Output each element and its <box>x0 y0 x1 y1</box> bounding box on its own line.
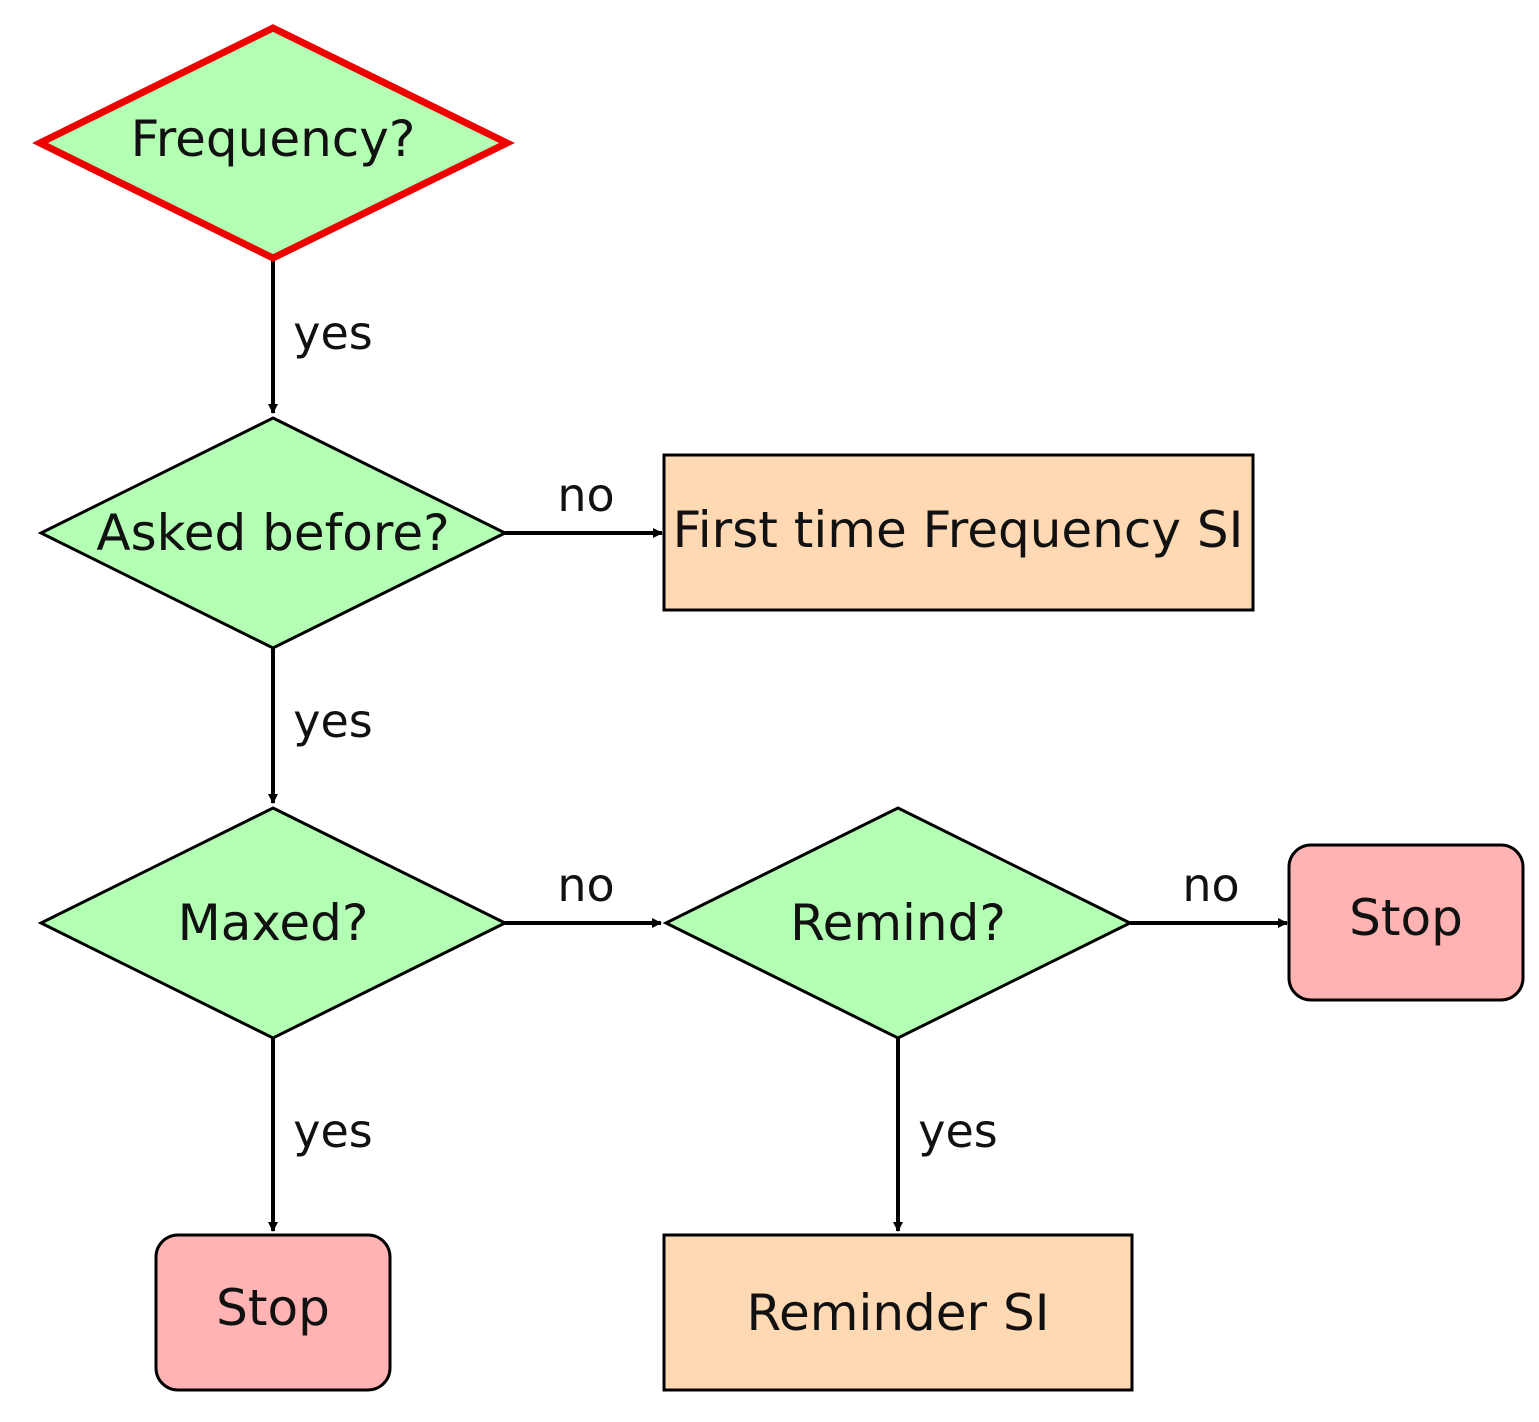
terminal-box-stop-bottom <box>154 1233 392 1392</box>
decision-diamond-maxed <box>37 806 509 1040</box>
decision-diamond-frequency <box>32 24 515 262</box>
edge-label-maxed-to-stop: yes <box>293 1104 373 1158</box>
node-label-frequency: Frequency? <box>131 110 416 168</box>
node-label-remind: Remind? <box>790 894 1006 952</box>
decision-diamond-remind <box>662 806 1134 1040</box>
node-frequency: Frequency? <box>32 24 515 262</box>
edge-label-remind-to-stop: no <box>1182 858 1239 912</box>
node-label-asked-before: Asked before? <box>96 504 449 562</box>
edge-labels: yes no yes no no yes yes <box>293 306 1239 1158</box>
node-remind: Remind? <box>662 806 1134 1040</box>
node-label-stop-bottom: Stop <box>216 1279 330 1337</box>
edges <box>268 258 1288 1232</box>
node-reminder: Reminder SI <box>662 1233 1134 1392</box>
node-label-reminder: Reminder SI <box>747 1284 1050 1342</box>
edge-label-maxed-to-remind: no <box>557 858 614 912</box>
node-stop-bottom: Stop <box>154 1233 392 1392</box>
node-stop-right: Stop <box>1287 843 1525 1002</box>
edge-label-asked-to-first: no <box>557 468 614 522</box>
node-label-first-time: First time Frequency SI <box>673 501 1244 559</box>
edge-label-asked-to-maxed: yes <box>293 694 373 748</box>
node-label-maxed: Maxed? <box>178 894 369 952</box>
process-box-reminder <box>662 1233 1134 1392</box>
process-box-first-time <box>662 453 1255 612</box>
node-maxed: Maxed? <box>37 806 509 1040</box>
node-label-stop-right: Stop <box>1349 889 1463 947</box>
node-asked-before: Asked before? <box>37 416 509 650</box>
edge-label-frequency-to-asked: yes <box>293 306 373 360</box>
edge-label-remind-to-reminder: yes <box>918 1104 998 1158</box>
terminal-box-stop-right <box>1287 843 1525 1002</box>
decision-diamond-asked-before <box>37 416 509 650</box>
node-first-time: First time Frequency SI <box>662 453 1255 612</box>
